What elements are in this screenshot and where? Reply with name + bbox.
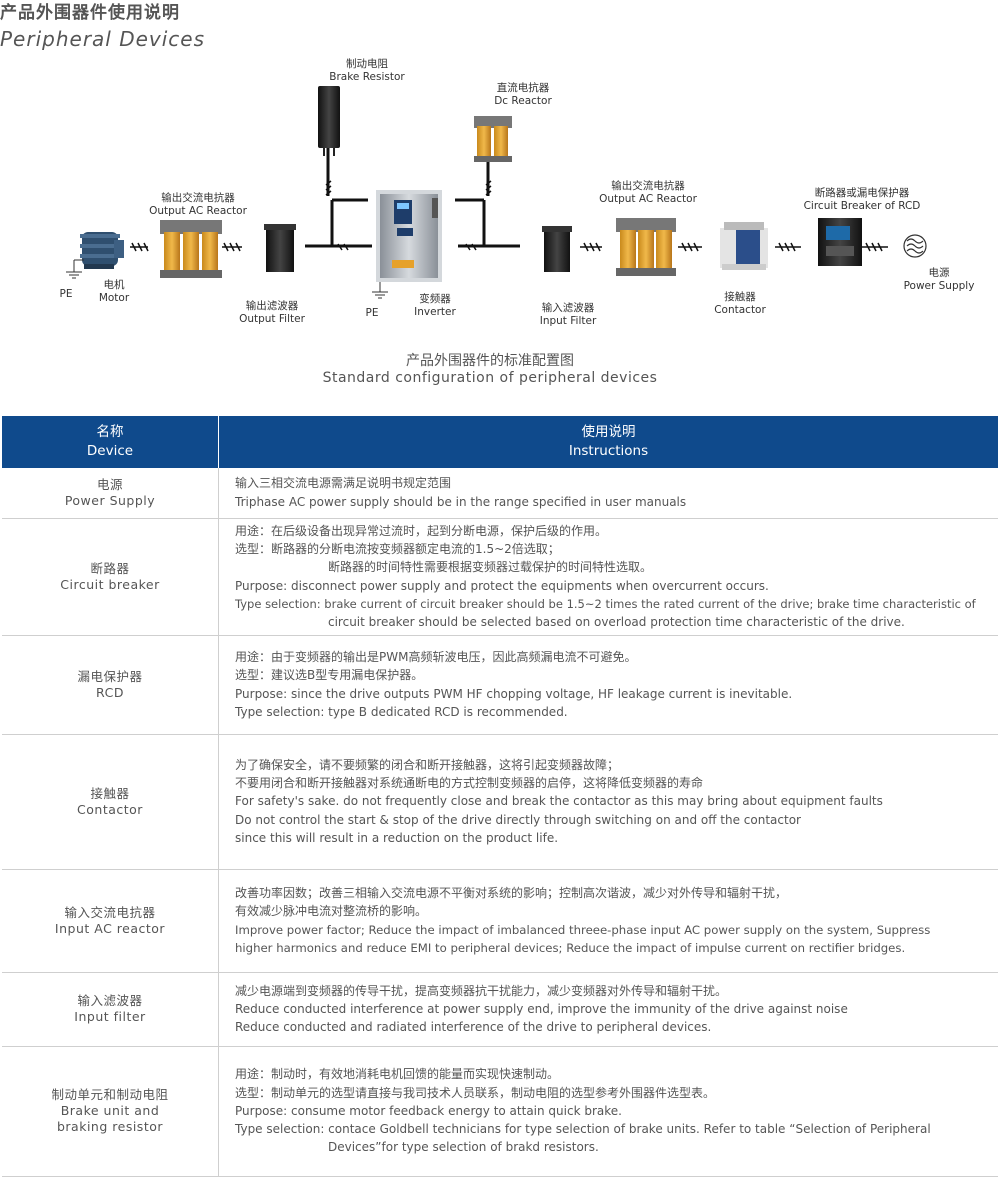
dc-reactor-label: 直流电抗器 Dc Reactor [494,82,552,107]
power-supply-label: 电源 Power Supply [903,267,975,292]
inverter-icon [376,190,442,282]
circuit-breaker-icon [818,218,862,266]
dc-reactor-icon [474,116,512,162]
output-filter-icon [264,224,296,272]
power-supply-icon [903,234,927,258]
brake-resistor-icon [318,86,340,156]
header-instructions: 使用说明 Instructions [218,416,998,468]
pe-label-1: PE [59,288,73,300]
diagram-caption-cn: 产品外围器件的标准配置图 [406,353,574,369]
table-row: 漏电保护器 RCD 用途：由于变频器的输出是PWM高频斩波电压，因此高频漏电流不… [2,635,998,735]
input-ac-reactor-icon [616,218,676,276]
brake-resistor-label: 制动电阻 Brake Resistor [329,58,405,83]
device-cell: 接触器 Contactor [2,734,219,870]
instructions-table: 名称 Device 使用说明 Instructions 电源 Power Sup… [2,416,998,1177]
diagram-caption-en: Standard configuration of peripheral dev… [322,370,658,386]
table-row: 制动单元和制动电阻 Brake unit and braking resisto… [2,1046,998,1177]
ground-icon-1 [66,259,84,279]
motor-label: 电机 Motor [98,279,130,304]
device-cell: 断路器 Circuit breaker [2,518,219,636]
device-cell: 漏电保护器 RCD [2,635,219,735]
table-row: 输入滤波器 Input filter 减少电源端到变频器的传导干扰，提高变频器抗… [2,972,998,1047]
instruction-cell: 用途：制动时，有效地消耗电机回馈的能量而实现快速制动。 选型：制动单元的选型请直… [218,1046,998,1177]
instruction-cell: 改善功率因数；改善三相输入交流电源不平衡对系统的影响；控制高次谐波，减少对外传导… [218,869,998,973]
page-title-cn: 产品外围器件使用说明 [0,3,180,23]
instruction-cell: 用途：在后级设备出现异常过流时，起到分断电源，保护后级的作用。 选型：断路器的分… [218,518,998,636]
device-cell: 电源 Power Supply [2,468,219,519]
input-filter-icon [542,226,572,272]
dash-marks [130,180,888,252]
instruction-cell: 为了确保安全，请不要频繁的闭合和断开接触器，这将引起变频器故障； 不要用闭合和断… [218,734,998,870]
inverter-label: 变频器 Inverter [414,293,456,318]
output-filter-label: 输出滤波器 Output Filter [239,300,305,325]
instruction-cell: 用途：由于变频器的输出是PWM高频斩波电压，因此高频漏电流不可避免。 选型：建议… [218,635,998,735]
table-row: 输入交流电抗器 Input AC reactor 改善功率因数；改善三相输入交流… [2,869,998,973]
configuration-diagram: 制动电阻 Brake Resistor 直流电抗器 Dc Reactor 输出交… [0,50,1000,360]
breaker-label: 断路器或漏电保护器 Circuit Breaker of RCD [803,187,921,212]
header-device: 名称 Device [2,416,219,468]
table-header-row: 名称 Device 使用说明 Instructions [2,416,998,468]
diagram-drawing [66,86,927,299]
instruction-cell: 输入三相交流电源需满足说明书规定范围 Triphase AC power sup… [218,468,998,519]
device-cell: 输入交流电抗器 Input AC reactor [2,869,219,973]
wiring [305,148,520,248]
table-row: 接触器 Contactor 为了确保安全，请不要频繁的闭合和断开接触器，这将引起… [2,734,998,870]
output-ac-reactor-icon [160,220,222,278]
input-filter-label: 输入滤波器 Input Filter [539,302,597,327]
device-cell: 制动单元和制动电阻 Brake unit and braking resisto… [2,1046,219,1177]
output-ac-reactor-label: 输出交流电抗器 Output AC Reactor [149,192,247,217]
output-ac-reactor-right-label: 输出交流电抗器 Output AC Reactor [599,180,697,205]
page-title-en: Peripheral Devices [0,27,206,51]
table-row: 电源 Power Supply 输入三相交流电源需满足说明书规定范围 Triph… [2,468,998,519]
table-row: 断路器 Circuit breaker 用途：在后级设备出现异常过流时，起到分断… [2,518,998,636]
instruction-cell: 减少电源端到变频器的传导干扰，提高变频器抗干扰能力，减少变频器对外传导和辐射干扰… [218,972,998,1047]
device-cell: 输入滤波器 Input filter [2,972,219,1047]
contactor-label: 接触器 Contactor [714,291,766,316]
contactor-icon [720,222,768,270]
ground-icon-2 [372,282,388,299]
pe-label-2: PE [365,307,379,319]
motor-icon [80,232,124,269]
